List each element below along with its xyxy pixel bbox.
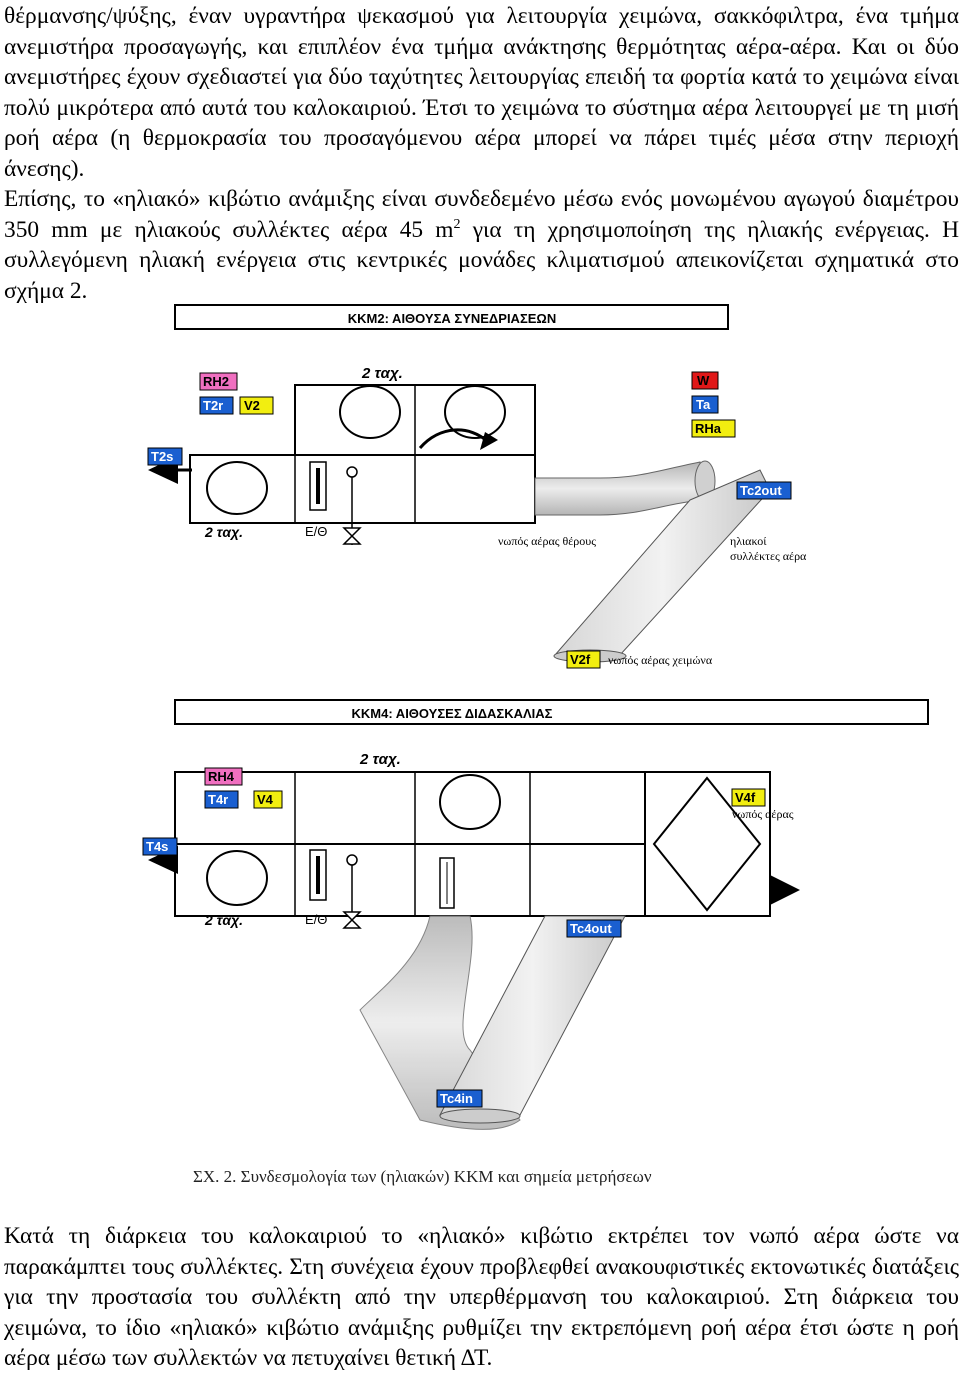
unit2-title-box: ΚΚΜ4: ΑΙΘΟΥΣΕΣ ΔΙΔΑΣΚΑΛΙΑΣ xyxy=(174,699,929,725)
label-collectors-2: συλλέκτες αέρα xyxy=(730,549,807,563)
sensor-t4s: T4s xyxy=(146,839,168,854)
ahu-diagram: ΚΚΜ2: ΑΙΘΟΥΣΑ ΣΥΝΕΔΡΙΑΣΕΩΝ 2 ταχ. 2 ταχ.… xyxy=(142,304,929,1130)
unit2-speed-top: 2 ταχ. xyxy=(359,751,401,768)
valve-icon xyxy=(342,911,362,929)
sensor-v2: V2 xyxy=(244,398,260,413)
sensor-tc2out: Tc2out xyxy=(740,483,782,498)
sensor-rh4: RH4 xyxy=(208,769,235,784)
fan-icon xyxy=(206,461,268,515)
paragraph-solar-box: Επίσης, το «ηλιακό» κιβώτιο ανάμιξης είν… xyxy=(4,184,959,306)
paragraph-solar-box-b: για τη χρησιμοποίηση της ηλιακής ενέργει… xyxy=(4,216,959,304)
sensor-ta: Ta xyxy=(696,397,711,412)
sensor-v4: V4 xyxy=(257,792,274,807)
solar-collector-unit1 xyxy=(553,469,771,656)
superscript: 2 xyxy=(453,216,461,232)
sensor-t4r: T4r xyxy=(208,792,228,807)
unit1-title-box: ΚΚΜ2: ΑΙΘΟΥΣΑ ΣΥΝΕΔΡΙΑΣΕΩΝ xyxy=(174,304,729,330)
fan-icon xyxy=(444,385,506,439)
unit2-upper-row xyxy=(174,771,646,845)
fan-icon xyxy=(206,850,268,906)
humidifier-icon xyxy=(346,466,358,478)
unit1-eth: Ε/Θ xyxy=(305,524,327,539)
sensor-rha: RHa xyxy=(695,421,722,436)
heat-exchanger-icon xyxy=(652,776,762,912)
figure-2: ΚΚΜ2: ΑΙΘΟΥΣΑ ΣΥΝΕΔΡΙΑΣΕΩΝ 2 ταχ. 2 ταχ.… xyxy=(140,300,960,1200)
paragraph-summer-winter: Κατά τη διάρκεια του καλοκαιριού το «ηλι… xyxy=(4,1223,959,1372)
unit1-speed-bottom: 2 ταχ. xyxy=(204,524,243,540)
label-fresh-winter: νωπός αέρας χειμώνα xyxy=(608,653,713,667)
humidifier-icon xyxy=(346,854,358,866)
sensor-v2f: V2f xyxy=(570,652,591,667)
sensor-tc4in: Tc4in xyxy=(440,1091,473,1106)
intake-arrow-icon xyxy=(770,875,800,905)
sensor-t2s: T2s xyxy=(151,449,173,464)
paragraph-solar-box-a: Επίσης, το «ηλιακό» κιβώτιο ανάμιξης είν… xyxy=(4,186,959,243)
unit1-speed-top: 2 ταχ. xyxy=(361,365,403,382)
fan-icon xyxy=(439,774,501,830)
sensor-t2r: T2r xyxy=(203,398,223,413)
unit1-title: ΚΚΜ2: ΑΙΘΟΥΣΑ ΣΥΝΕΔΡΙΑΣΕΩΝ xyxy=(348,311,556,326)
fan-icon xyxy=(339,385,401,439)
valve-icon xyxy=(342,527,362,545)
unit2-speed-bottom: 2 ταχ. xyxy=(204,912,243,928)
sensor-w: W xyxy=(697,373,710,388)
unit2-title: ΚΚΜ4: ΑΙΘΟΥΣΕΣ ΔΙΔΑΣΚΑΛΙΑΣ xyxy=(352,706,553,721)
label-collectors-1: ηλιακοί xyxy=(730,534,767,548)
sensor-rh2: RH2 xyxy=(203,374,229,389)
unit2-eth: Ε/Θ xyxy=(305,912,327,927)
sensor-tc4out: Tc4out xyxy=(570,921,612,936)
paragraph-intro: θέρμανσης/ψύξης, έναν υγραντήρα ψεκασμού… xyxy=(4,3,959,182)
sensor-v4f: V4f xyxy=(735,790,756,805)
label-fresh-summer: νωπός αέρας θέρους xyxy=(498,534,596,548)
label-fresh-air: νωπός αέρας xyxy=(732,807,794,821)
figure-caption: ΣΧ. 2. Συνδεσμολογία των (ηλιακών) ΚΚΜ κ… xyxy=(193,1167,652,1186)
